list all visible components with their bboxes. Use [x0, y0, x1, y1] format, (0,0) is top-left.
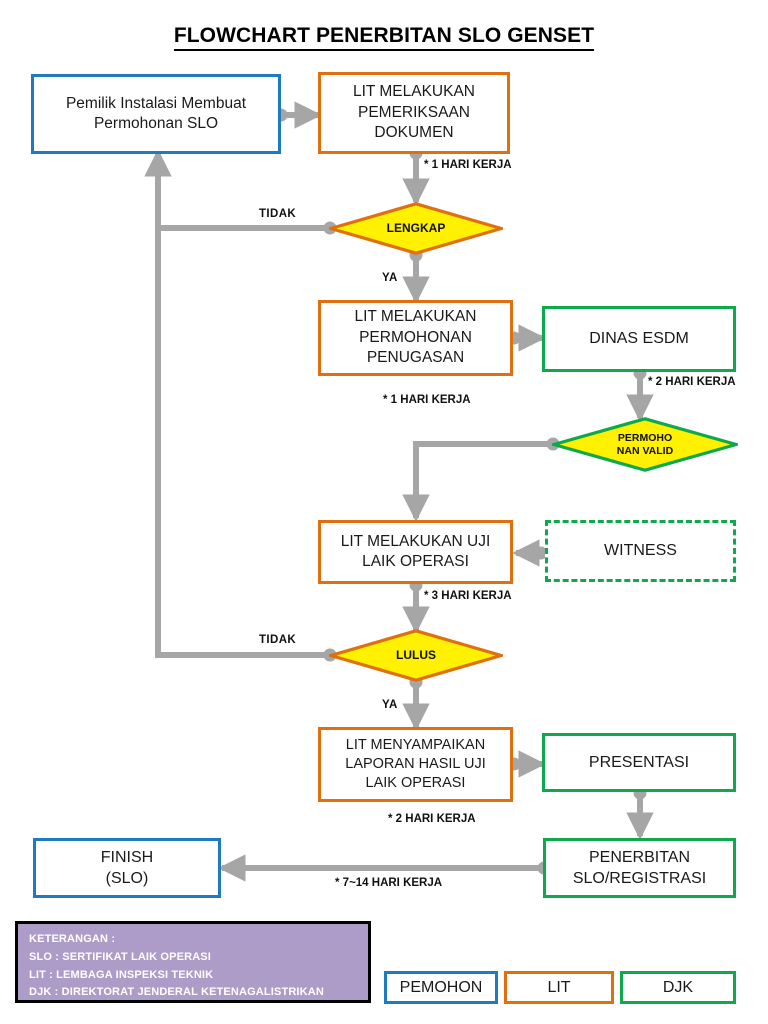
- node-penerbitan-slo[interactable]: PENERBITAN SLO/REGISTRASI: [543, 838, 736, 898]
- node-line: DOKUMEN: [374, 124, 454, 142]
- label-tidak-lulus: TIDAK: [259, 634, 297, 646]
- label-2-hari-kerja-laporan: * 2 HARI KERJA: [388, 813, 476, 825]
- node-line: SLO/REGISTRASI: [572, 870, 707, 887]
- node-uji-laik-operasi[interactable]: LIT MELAKUKAN UJI LAIK OPERASI: [318, 520, 513, 584]
- decision-permohonan-valid[interactable]: PERMOHO NAN VALID: [552, 417, 738, 472]
- node-line: PENUGASAN: [366, 349, 465, 367]
- edge-lengkap-tidak: [144, 149, 329, 231]
- node-line: Permohonan SLO: [93, 115, 219, 132]
- node-line: LIT MELAKUKAN: [352, 83, 476, 101]
- decision-lengkap[interactable]: LENGKAP: [329, 202, 503, 255]
- node-permohonan-penugasan[interactable]: LIT MELAKUKAN PERMOHONAN PENUGASAN: [318, 300, 513, 376]
- key-box-pemohon[interactable]: PEMOHON: [384, 971, 498, 1004]
- page-title: FLOWCHART PENERBITAN SLO GENSET: [0, 24, 768, 51]
- key-box-label: PEMOHON: [399, 978, 483, 996]
- keterangan-line: LIT : LEMBAGA INSPEKSI TEKNIK: [29, 968, 214, 981]
- node-line: Pemilik Instalasi Membuat: [65, 94, 247, 112]
- node-witness[interactable]: WITNESS: [545, 520, 736, 582]
- node-line: WITNESS: [604, 542, 677, 560]
- node-line: PERMOHONAN: [359, 328, 472, 346]
- decision-lulus[interactable]: LULUS: [329, 629, 503, 682]
- edge-lulus-tidak: [155, 228, 329, 658]
- key-box-label: LIT: [547, 978, 571, 996]
- node-dinas-esdm[interactable]: DINAS ESDM: [542, 306, 736, 372]
- node-line: PRESENTASI: [588, 753, 690, 771]
- node-line: FINISH: [100, 848, 154, 866]
- node-pemilik-instalasi[interactable]: Pemilik Instalasi Membuat Permohonan SLO: [31, 74, 281, 154]
- node-line: LIT MELAKUKAN: [354, 308, 477, 326]
- key-box-djk[interactable]: DJK: [620, 971, 736, 1004]
- node-line: PEMERIKSAAN: [358, 103, 470, 121]
- keterangan-line: KETERANGAN :: [29, 933, 116, 945]
- node-line: LAIK OPERASI: [365, 775, 466, 792]
- node-presentasi[interactable]: PRESENTASI: [542, 733, 736, 792]
- keterangan-line: DJK : DIREKTORAT JENDERAL KETENAGALISTRI…: [29, 986, 324, 999]
- node-pemeriksaan-dokumen[interactable]: LIT MELAKUKAN PEMERIKSAAN DOKUMEN: [318, 72, 510, 154]
- page-title-text: FLOWCHART PENERBITAN SLO GENSET: [173, 24, 595, 51]
- keterangan-panel: KETERANGAN : SLO : SERTIFIKAT LAIK OPERA…: [15, 921, 371, 1003]
- keterangan-line: SLO : SERTIFIKAT LAIK OPERASI: [29, 950, 211, 963]
- key-box-label: DJK: [662, 978, 694, 996]
- key-box-lit[interactable]: LIT: [504, 971, 614, 1004]
- node-line: DINAS ESDM: [589, 330, 689, 348]
- label-1-hari-kerja-penugasan: * 1 HARI KERJA: [383, 394, 471, 406]
- label-3-hari-kerja-uji: * 3 HARI KERJA: [424, 590, 512, 602]
- node-line: LAPORAN HASIL UJI: [345, 755, 486, 772]
- node-line: PENERBITAN: [588, 848, 691, 866]
- label-2-hari-kerja-esdm: * 2 HARI KERJA: [648, 376, 736, 388]
- label-1-hari-kerja-dokumen: * 1 HARI KERJA: [424, 159, 512, 171]
- edge-valid-to-uji: [402, 441, 552, 522]
- node-line: LIT MELAKUKAN UJI: [340, 532, 491, 550]
- node-finish-slo[interactable]: FINISH (SLO): [33, 838, 221, 898]
- label-ya-lulus: YA: [382, 699, 398, 711]
- node-line: LAIK OPERASI: [362, 553, 469, 570]
- node-line: LIT MENYAMPAIKAN: [345, 736, 486, 753]
- label-tidak-lengkap: TIDAK: [259, 208, 297, 220]
- label-ya-lengkap: YA: [382, 272, 398, 284]
- node-laporan-hasil-uji[interactable]: LIT MENYAMPAIKAN LAPORAN HASIL UJI LAIK …: [318, 727, 513, 802]
- node-line: (SLO): [105, 870, 149, 887]
- label-7-14-hari-kerja: * 7~14 HARI KERJA: [335, 877, 443, 889]
